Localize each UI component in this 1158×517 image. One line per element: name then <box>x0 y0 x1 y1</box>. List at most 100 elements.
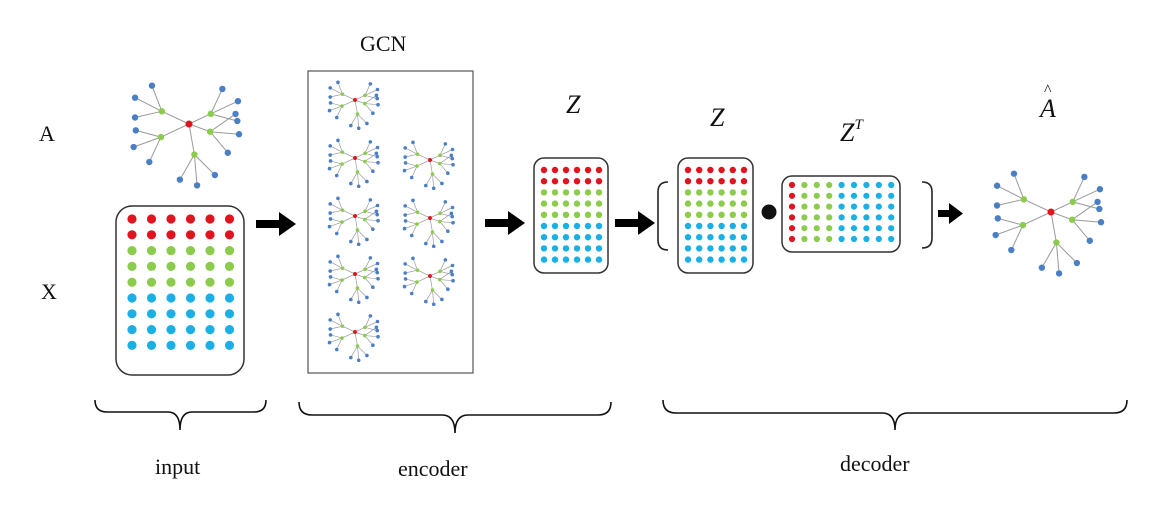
graph-edge <box>439 279 454 282</box>
matrix-dot <box>540 256 548 263</box>
matrix-dot <box>740 245 748 252</box>
graph-edge <box>179 154 195 180</box>
matrix-dot <box>718 166 725 174</box>
graph-edge <box>337 82 343 95</box>
matrix-dot <box>684 211 692 218</box>
matrix-dot <box>146 325 157 335</box>
matrix-dot <box>838 203 845 210</box>
graph-leaf-node <box>219 85 226 93</box>
graph-edge <box>330 325 343 330</box>
matrix-dot <box>584 234 592 241</box>
matrix-dot <box>166 277 176 287</box>
graph-hub-node <box>415 268 420 272</box>
z-encoder-matrix-box <box>533 157 609 274</box>
graph-edge <box>364 153 377 162</box>
graph-edge <box>357 288 360 303</box>
graph-leaf-node <box>403 213 407 217</box>
matrix-dot <box>875 235 882 243</box>
graph-leaf-node <box>411 140 415 145</box>
input-brace-icon <box>94 399 267 431</box>
graph-edge <box>411 223 418 236</box>
graph-leaf-node <box>327 282 332 287</box>
graph-leaf-node <box>371 285 375 290</box>
matrix-dot <box>863 192 870 199</box>
matrix-dot <box>595 245 603 252</box>
matrix-dot <box>224 340 235 350</box>
graph-center-node <box>353 272 357 276</box>
graph-edge <box>354 157 358 173</box>
graph-edge <box>188 123 211 133</box>
graph-hub-node <box>340 266 345 270</box>
matrix-dot <box>146 309 157 319</box>
graph-edge <box>404 165 418 171</box>
graph-edge <box>337 314 343 327</box>
graph-leaf-node <box>1055 270 1063 277</box>
matrix-dot <box>205 340 215 350</box>
graph-leaf-node <box>334 289 339 294</box>
graph-edge <box>432 290 435 305</box>
graph-hub-node <box>415 164 419 168</box>
graph-leaf-node <box>446 229 450 234</box>
graph-edge <box>350 345 358 358</box>
graph-edge <box>330 151 343 156</box>
graph-leaf-node <box>148 82 156 89</box>
graph-edge <box>151 85 163 112</box>
graph-edge <box>364 95 377 104</box>
label-z-encoder: Z <box>566 90 581 119</box>
graph-leaf-node <box>130 143 137 151</box>
graph-edge <box>1072 201 1100 210</box>
matrix-dot <box>740 211 748 218</box>
graph-edge <box>364 210 378 215</box>
graph-leaf-node <box>328 260 332 264</box>
graph-edge <box>364 219 374 230</box>
graph-edge <box>1072 219 1102 223</box>
matrix-dot <box>551 234 559 241</box>
matrix-dot <box>562 256 570 263</box>
graph-leaf-node <box>336 254 340 259</box>
graph-edge <box>330 145 343 153</box>
graph-leaf-node <box>334 173 339 178</box>
graph-edge <box>404 223 418 229</box>
encoder-brace-icon <box>298 401 612 434</box>
matrix-dot <box>684 245 692 252</box>
graph-leaf-node <box>368 198 373 202</box>
x-matrix-dots <box>127 214 235 350</box>
graph-hub-node <box>355 112 360 116</box>
matrix-dot <box>595 211 603 218</box>
matrix-dot <box>888 192 895 199</box>
graph-leaf-node <box>403 204 407 208</box>
label-a-hat-accent: ^ <box>1044 82 1052 99</box>
graph-edge <box>329 163 343 169</box>
graph-leaf-node <box>224 149 232 156</box>
matrix-dot <box>540 178 548 185</box>
graph-leaf-node <box>334 231 339 236</box>
graph-edge <box>364 147 378 154</box>
matrix-dot <box>813 214 820 221</box>
matrix-dot <box>146 261 157 271</box>
graph-edge <box>416 275 431 283</box>
graph-edge <box>439 270 453 275</box>
matrix-dot <box>850 225 858 232</box>
graph-edge <box>405 220 418 225</box>
graph-hub-node <box>340 162 344 166</box>
graph-edge <box>330 160 343 165</box>
matrix-dot <box>826 235 833 243</box>
graph-edge <box>432 174 435 189</box>
graph-leaf-node <box>328 144 332 148</box>
matrix-dot <box>826 181 833 189</box>
graph-edge <box>416 217 431 225</box>
graph-leaf-node <box>334 115 339 120</box>
graph-edge <box>357 113 368 124</box>
graph-leaf-node <box>402 168 407 173</box>
graph-leaf-node <box>451 162 455 167</box>
graph-leaf-node <box>328 86 332 90</box>
graph-edge <box>1010 224 1024 251</box>
graph-hub-node <box>437 277 442 282</box>
matrix-dot <box>801 192 808 199</box>
graph-edge <box>417 269 431 277</box>
graph-leaf-node <box>327 108 332 113</box>
matrix-dot <box>838 235 845 243</box>
matrix-dot <box>696 211 703 218</box>
graph-hub-node <box>437 219 442 224</box>
matrix-dot <box>875 214 882 221</box>
